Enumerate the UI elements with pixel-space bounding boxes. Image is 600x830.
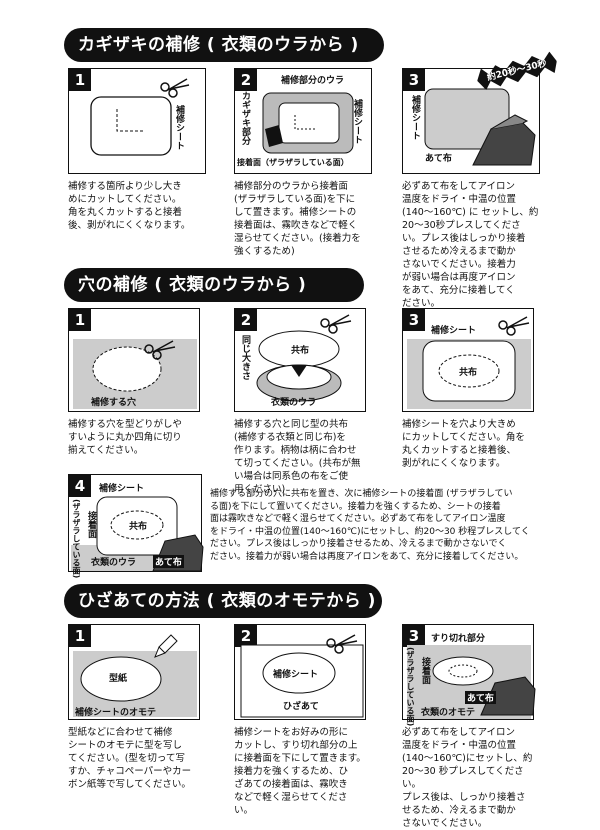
- knee-step-1-illustration: [73, 634, 197, 717]
- hole-label: 補修する穴: [91, 398, 137, 408]
- cloth-label: 共布: [129, 522, 148, 532]
- hole-step-2-panel: 2 同じ大きさ 共布 衣類のウラ: [234, 308, 366, 412]
- rough-label: (ザラザラしている面): [406, 647, 415, 727]
- scissors-icon: [326, 634, 358, 654]
- knee-patch-label: ひざあて: [283, 702, 319, 712]
- sheet-label: 補修シート: [431, 326, 477, 336]
- iron-icon: [472, 122, 536, 166]
- tear-step-1-illustration: [90, 78, 190, 156]
- hole-step-3-panel: 3 補修シート 共布: [402, 308, 534, 412]
- step-number: 1: [69, 625, 91, 647]
- section-title-tear: カギザキの補修 ( 衣類のウラから ): [64, 28, 384, 62]
- scissors-icon: [498, 316, 530, 336]
- sheet-label: 補修シート: [99, 484, 145, 494]
- hole-step-2-illustration: [256, 314, 352, 402]
- cloth-label: あて布: [465, 691, 496, 704]
- hole-step-4-panel: 4 補修シート (ザラザラしている面) 接着面 共布 衣類のウラ あて布: [68, 474, 204, 578]
- knee-step-3-caption: 必ずあて布をしてアイロン 温度をドライ・中温の位置 (140～160℃)にセット…: [402, 727, 533, 829]
- scissors-icon: [320, 314, 352, 334]
- knee-step-3-panel: 3 すり切れ部分 (ザラザラしている面) 接着面 あて布 衣類のオモテ: [402, 624, 536, 726]
- tear-step-2-illustration: [262, 92, 354, 154]
- scissors-icon: [160, 78, 190, 98]
- section-title-knee: ひざあての方法 ( 衣類のオモテから ): [64, 584, 382, 618]
- pattern-paper-label: 型紙: [109, 674, 128, 684]
- hole-step-1-illustration: [73, 339, 197, 409]
- tear-label: カギザキ部分: [240, 91, 250, 145]
- step-number: 2: [235, 309, 257, 331]
- front-label: 衣類のオモテ: [421, 708, 476, 718]
- hole-step-2-caption: 補修する穴と同じ型の共布 (補修する衣類と同じ布)を 作ります。柄物は柄に合わせ…: [234, 419, 361, 495]
- step-number: 2: [235, 625, 257, 647]
- worn-area-label: すり切れ部分: [431, 634, 486, 644]
- pen-icon: [154, 634, 178, 658]
- back-label: 補修部分のウラ: [281, 76, 345, 86]
- step-number: 3: [403, 69, 425, 91]
- tear-step-1-panel: 1 補修シート: [68, 68, 206, 174]
- sheet-front-label: 補修シートのオモテ: [75, 708, 157, 718]
- press-cloth-label: あて布: [153, 555, 184, 568]
- sheet-label: 補修シート: [352, 99, 362, 144]
- section-title-hole: 穴の補修 ( 衣類のウラから ): [64, 268, 364, 302]
- knee-step-2-caption: 補修シートをお好みの形に カットし、すり切れ部分の上 に接着面を下にして置きます…: [234, 727, 366, 816]
- step-number: 1: [69, 309, 91, 331]
- adhesive-label: 接着面: [420, 657, 430, 684]
- hole-step-1-panel: 1 補修する穴: [68, 308, 200, 412]
- knee-step-3-illustration: [407, 645, 536, 719]
- cloth-label: 共布: [459, 368, 478, 378]
- back-label: 衣類のウラ: [91, 558, 137, 568]
- same-size-label: 同じ大きさ: [240, 335, 250, 380]
- hole-step-3-illustration: [407, 316, 531, 409]
- hole-step-1-caption: 補修する穴を型どりがしや すいように丸か四角に切り 揃えてください。: [68, 419, 182, 456]
- adhesive-label: 接着面: [86, 511, 96, 538]
- cloth-label: あて布: [425, 154, 452, 164]
- step-number: 2: [235, 69, 257, 91]
- step-number: 3: [403, 309, 425, 331]
- knee-step-1-panel: 1 型紙 補修シートのオモテ: [68, 624, 200, 720]
- back-label: 衣類のウラ: [271, 398, 317, 408]
- iron-icon: [480, 676, 536, 716]
- tear-step-3-panel: 3 補修シート あて布: [402, 68, 540, 174]
- sheet-label: 補修シート: [174, 105, 184, 150]
- adhesive-label: 接着面（ザラザラしている面）: [237, 158, 349, 167]
- step-number: 3: [403, 625, 425, 647]
- scissors-icon: [144, 340, 176, 360]
- tear-step-1-caption: 補修する箇所より少し大き めにカットしてください。 角を丸くカットすると接着 後…: [68, 181, 191, 231]
- knee-step-1-caption: 型紙などに合わせて補修 シートのオモテに型を写し てください。(型を切って写 す…: [68, 727, 192, 790]
- step-number: 1: [69, 69, 91, 91]
- tear-step-2-caption: 補修部分のウラから接着面 (ザラザラしている面)を下に して置きます。補修シート…: [234, 181, 361, 257]
- knee-step-2-panel: 2 補修シート ひざあて: [234, 624, 366, 720]
- hole-step-3-caption: 補修シートを穴より大きめ にカットしてください。角を 丸くカットすると接着後、 …: [402, 419, 525, 469]
- tear-step-2-panel: 2 補修部分のウラ カギザキ部分 補修シート 接着面（ザラザラしている面）: [234, 68, 372, 174]
- sheet-label: 補修シート: [273, 670, 319, 680]
- step-number: 4: [69, 475, 91, 497]
- cloth-label: 共布: [291, 346, 310, 356]
- tear-step-3-illustration: [424, 88, 536, 166]
- knee-step-2-illustration: [240, 634, 364, 718]
- sheet-label: 補修シート: [410, 95, 420, 140]
- rough-label: (ザラザラしている面): [72, 499, 81, 579]
- tear-step-3-caption: 必ずあて布をしてアイロン 温度をドライ・中温の位置 (140～160℃) に セ…: [402, 181, 539, 309]
- hole-step-4-caption: 補修する部分の穴に共布を置き、次に補修シートの接着面 (ザラザラしてい る面)を…: [210, 489, 530, 562]
